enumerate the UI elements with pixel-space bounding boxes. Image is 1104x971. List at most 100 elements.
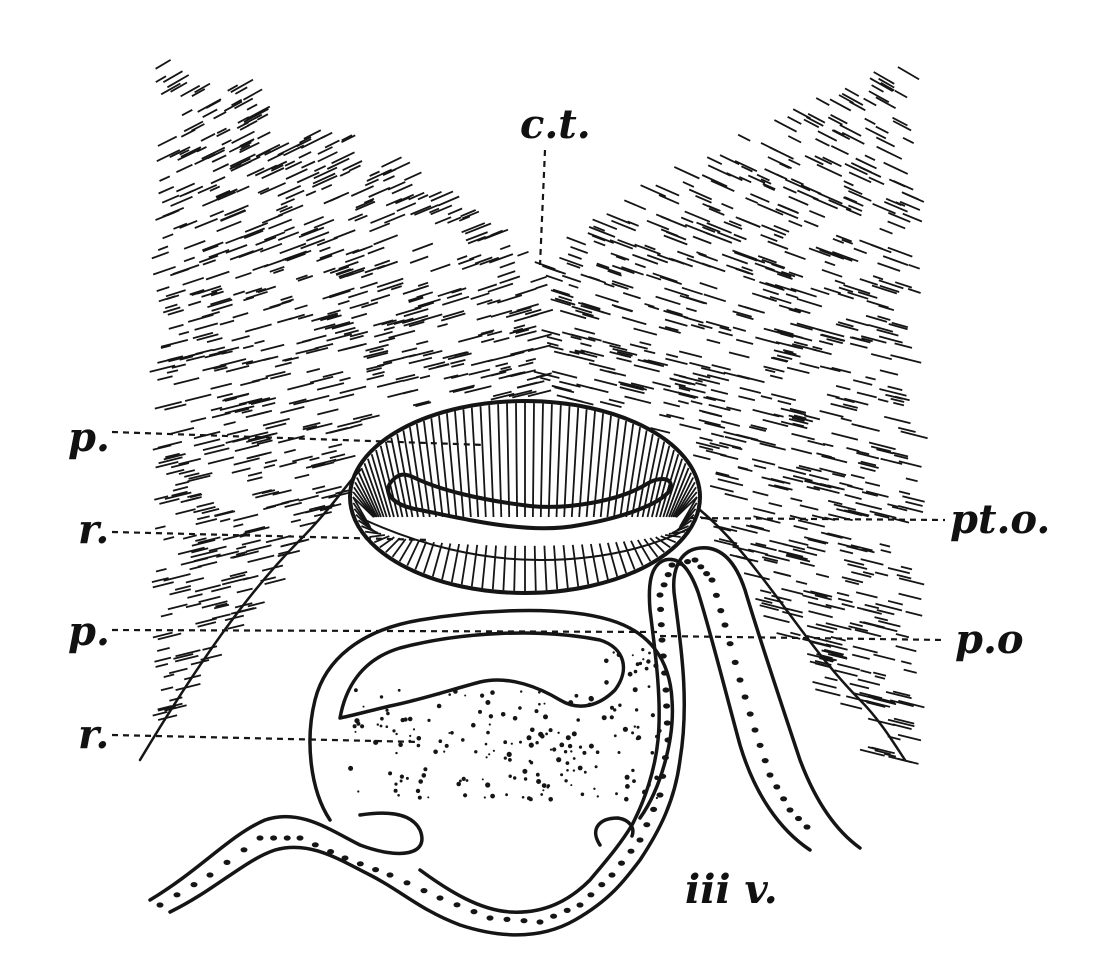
tissue-fiber (876, 609, 895, 616)
tissue-fiber (795, 466, 812, 472)
tissue-fiber (835, 385, 851, 391)
tissue-fiber (419, 374, 431, 380)
tissue-fiber (243, 108, 269, 123)
tissue-fiber (678, 350, 703, 358)
tissue-fiber (809, 640, 832, 648)
tube-cell-dot (684, 559, 692, 565)
tissue-fiber (230, 553, 246, 559)
tissue-fiber (236, 185, 250, 193)
tissue-fiber (634, 243, 661, 255)
tissue-fiber (208, 545, 227, 552)
organ-cell-dot (526, 735, 532, 741)
organ-cell-dot (490, 793, 495, 799)
tissue-fiber (835, 323, 859, 332)
tissue-fiber (866, 701, 886, 708)
tissue-fiber (347, 213, 364, 222)
tissue-fiber (152, 581, 174, 589)
eye-striation (547, 404, 553, 518)
tissue-fiber (859, 278, 878, 286)
tissue-fiber (791, 416, 805, 422)
tissue-fiber (761, 602, 788, 611)
tissue-fiber (245, 287, 263, 295)
organ-cell-dot (552, 747, 557, 752)
tissue-fiber (768, 484, 789, 491)
tube-cell-dot (726, 641, 734, 647)
tissue-fiber (518, 361, 534, 368)
tissue-fiber (231, 335, 250, 342)
tissue-fiber (841, 238, 854, 245)
tissue-fiber (464, 385, 492, 394)
tissue-fiber (792, 475, 813, 482)
eye-striation (613, 420, 627, 518)
organ-cell-dot (536, 779, 542, 784)
tissue-fiber (234, 86, 248, 95)
tissue-fiber (349, 330, 369, 338)
tissue-fiber (450, 372, 469, 379)
organ-cell-dot (354, 730, 357, 733)
tube-cell-dot (795, 815, 802, 822)
tissue-fiber (216, 128, 231, 138)
organ-cell-dot (538, 702, 541, 706)
tissue-fiber (202, 443, 225, 451)
tissue-fiber (899, 200, 921, 211)
tube-cell-dot (662, 687, 670, 693)
tube-cell-dot (327, 849, 335, 855)
tissue-fiber (359, 281, 378, 290)
tissue-fiber (593, 225, 606, 232)
tissue-fiber (401, 347, 418, 353)
eye-striation (438, 415, 451, 518)
tissue-fiber (296, 171, 320, 184)
tissue-fiber (806, 624, 834, 634)
organ-cell-dot (354, 688, 358, 693)
tissue-fiber (830, 114, 848, 125)
tube-cell-dot (661, 755, 669, 761)
eye-striation (553, 545, 559, 590)
tube-cell-dot (659, 773, 667, 779)
tissue-fiber (739, 252, 766, 264)
tissue-fiber (570, 245, 589, 254)
tissue-fiber (196, 501, 215, 508)
tissue-fiber (879, 388, 907, 397)
organ-cell-dot (453, 689, 458, 694)
organ-cell-dot (545, 732, 548, 736)
organ-cell-dot (577, 765, 583, 771)
tissue-fiber (902, 191, 925, 203)
tissue-fiber (239, 144, 251, 151)
tube-cell-dot (661, 670, 669, 676)
tissue-fiber (443, 374, 459, 380)
tissue-fiber (700, 367, 726, 375)
tissue-fiber (741, 266, 753, 272)
tissue-fiber (574, 349, 585, 354)
tissue-fiber (434, 216, 452, 225)
tissue-fiber (702, 226, 716, 233)
tissue-fiber (176, 182, 196, 193)
tissue-fiber (458, 215, 471, 222)
tissue-fiber (776, 354, 793, 360)
organ-cell-dot (379, 724, 383, 728)
tissue-fiber (718, 330, 733, 337)
organ-cell-dot (632, 687, 638, 693)
tissue-fiber (684, 223, 711, 236)
tissue-fiber (883, 200, 908, 213)
tissue-fiber (790, 497, 803, 502)
tissue-fiber (201, 146, 226, 160)
organ-cell-dot (398, 742, 403, 748)
tissue-fiber (179, 149, 190, 156)
tissue-fiber (588, 336, 602, 342)
tissue-fiber (386, 319, 405, 326)
tissue-fiber (845, 208, 862, 217)
tissue-fiber (790, 322, 813, 331)
tissue-fiber (209, 185, 221, 192)
tissue-fiber (559, 380, 581, 388)
tube-cell-dot (598, 882, 606, 888)
tissue-fiber (216, 392, 233, 399)
tissue-fiber (270, 372, 292, 380)
tissue-fiber (879, 284, 900, 293)
organ-cell-dot (463, 793, 468, 798)
tissue-fiber (440, 312, 466, 322)
tissue-fiber (185, 577, 205, 584)
tissue-fiber (490, 309, 513, 318)
tissue-fiber (175, 508, 196, 515)
eye-striation (470, 544, 479, 587)
